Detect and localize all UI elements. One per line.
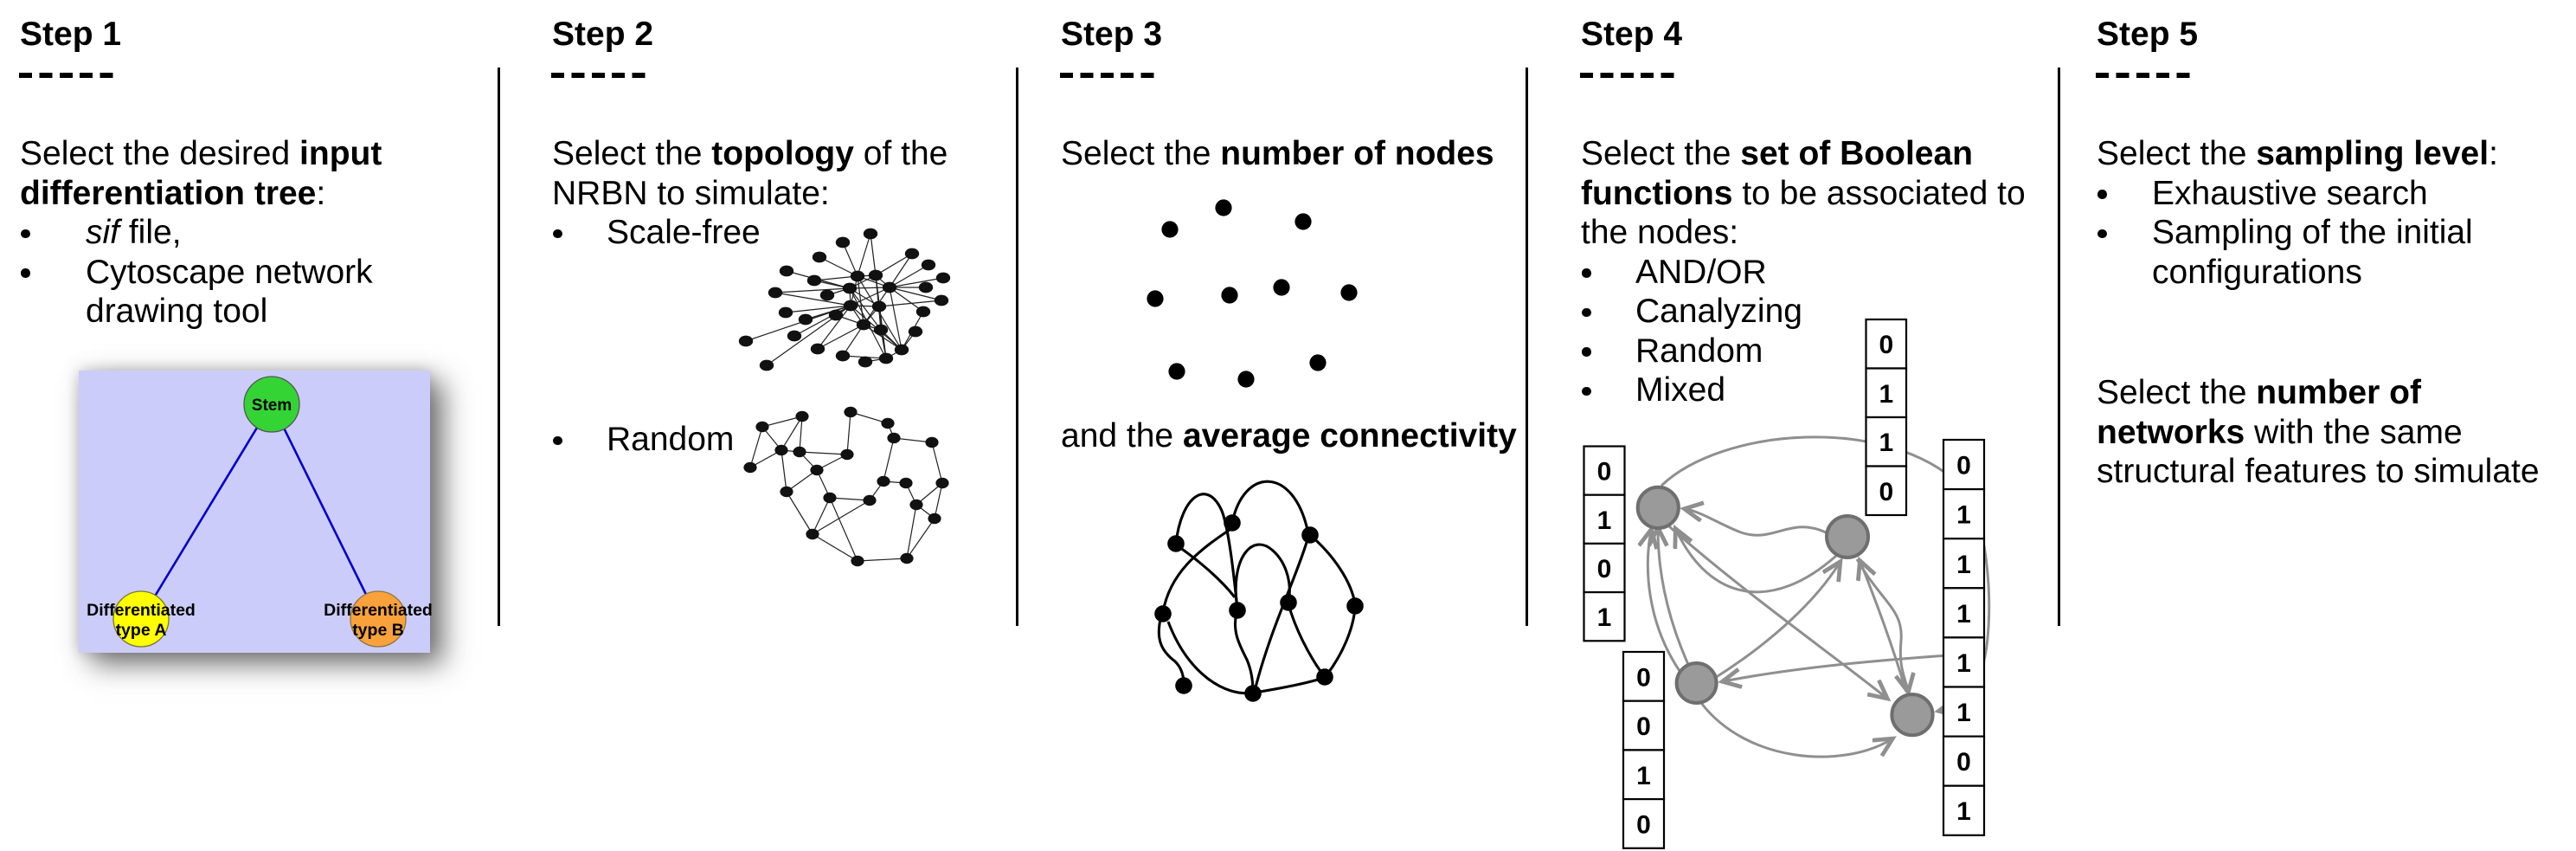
svg-text:1: 1	[1636, 762, 1651, 790]
svg-text:Differentiated: Differentiated	[324, 601, 433, 620]
svg-text:1: 1	[1956, 699, 1971, 727]
svg-text:type A: type A	[116, 621, 167, 640]
svg-text:0: 0	[1956, 748, 1971, 777]
svg-text:0: 0	[1597, 555, 1612, 583]
svg-text:0: 0	[1636, 663, 1651, 692]
svg-text:1: 1	[1956, 649, 1971, 678]
svg-text:1: 1	[1956, 797, 1971, 826]
svg-text:0: 0	[1597, 458, 1612, 487]
svg-text:1: 1	[1597, 603, 1612, 632]
svg-text:0: 0	[1956, 452, 1971, 480]
svg-text:1: 1	[1597, 506, 1612, 535]
svg-text:type B: type B	[352, 621, 404, 640]
svg-text:0: 0	[1636, 811, 1651, 840]
svg-text:0: 0	[1636, 712, 1651, 741]
svg-text:Differentiated: Differentiated	[87, 601, 196, 620]
svg-text:1: 1	[1879, 429, 1893, 457]
svg-text:0: 0	[1879, 478, 1893, 506]
svg-text:1: 1	[1956, 551, 1971, 579]
svg-text:1: 1	[1879, 380, 1893, 409]
svg-text:Stem: Stem	[252, 396, 292, 415]
svg-text:0: 0	[1879, 331, 1893, 359]
svg-text:1: 1	[1956, 501, 1971, 530]
svg-text:1: 1	[1956, 600, 1971, 629]
